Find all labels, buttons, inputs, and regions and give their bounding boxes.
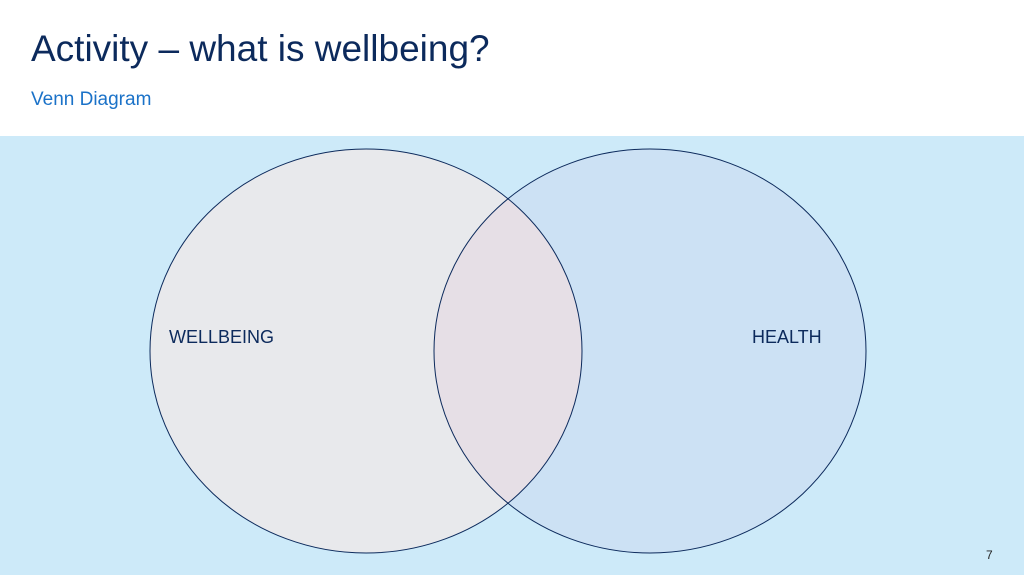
wellbeing-label: WELLBEING <box>169 327 275 347</box>
health-label: HEALTH <box>752 327 822 347</box>
overlap-region <box>434 149 582 553</box>
page-number: 7 <box>986 548 993 562</box>
right-circle-outline <box>433 148 867 554</box>
left-circle-outline <box>149 148 583 554</box>
slide-subtitle: Venn Diagram <box>31 89 152 110</box>
slide-title: Activity – what is wellbeing? <box>31 28 490 69</box>
slide-header: Activity – what is wellbeing? Venn Diagr… <box>0 0 1024 136</box>
